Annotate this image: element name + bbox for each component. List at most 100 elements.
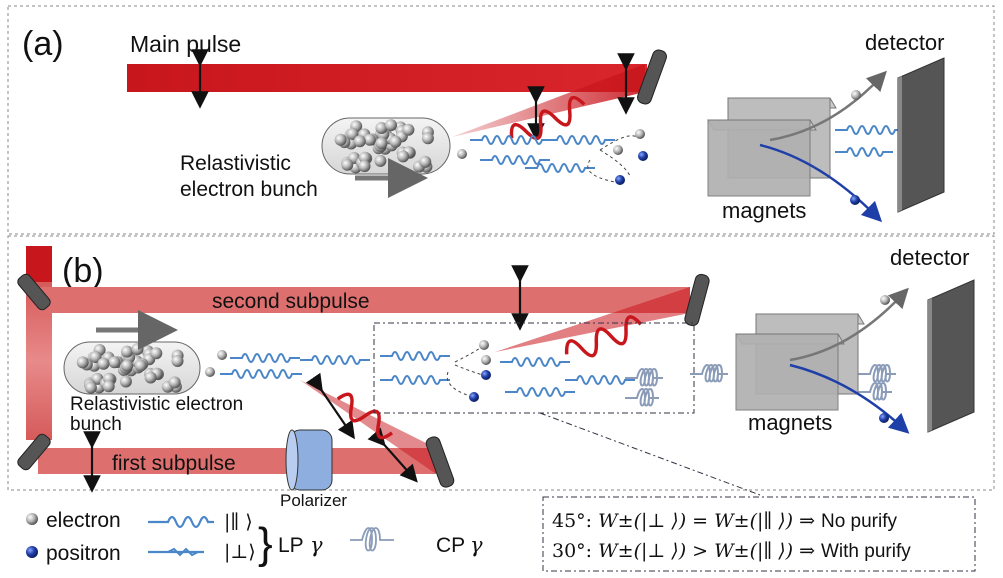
- rotated-polarization-arrow-1: [305, 372, 355, 440]
- condition-line-45: 45°: W±(|⊥ ⟩) = W±(|∥ ⟩) ⇒No purify: [552, 510, 898, 532]
- first-subpulse-beam: [38, 448, 436, 474]
- laser-wave-packet-a: [509, 95, 586, 141]
- electron-trajectory-b: [789, 287, 909, 362]
- lp-photon: [480, 155, 550, 165]
- laser-wave-packet-b2: [336, 392, 394, 440]
- positron-particle: [638, 151, 648, 161]
- panel-a-label: (a): [22, 25, 64, 63]
- condition-30-prefix: 30°:: [552, 540, 598, 562]
- positron-particle: [879, 413, 889, 423]
- positron-particle: [469, 392, 479, 402]
- bunch-label-a-line2: electron bunch: [180, 178, 318, 201]
- magnets-label-a: magnets: [722, 198, 806, 223]
- bunch-electron: [102, 380, 115, 393]
- bunch-electron: [397, 150, 410, 163]
- cp-photon: [858, 364, 896, 383]
- electron-bunch-a: [321, 117, 451, 175]
- positron-trajectory-a: [759, 143, 883, 223]
- lp-photon: [505, 387, 575, 397]
- main-pulse-focus-cone: [452, 64, 645, 137]
- lp-photon: [380, 351, 450, 361]
- lp-photon: [525, 163, 595, 173]
- gamma-photons-b: [220, 351, 896, 407]
- detector-label-a: detector: [865, 30, 945, 55]
- detector-label-b: detector: [890, 245, 970, 270]
- main-pulse-beam: [127, 64, 647, 92]
- electron-particle: [205, 367, 215, 377]
- condition-line-30: 30°: W±(|⊥ ⟩) > W±(|∥ ⟩) ⇒With purify: [552, 540, 911, 562]
- bunch-electron: [89, 351, 102, 363]
- positron-particle: [615, 175, 625, 185]
- bunch-electron: [375, 122, 388, 134]
- electron-particle: [481, 355, 491, 365]
- lp-photon: [230, 353, 300, 363]
- panel-a-frame: [7, 5, 995, 235]
- cp-photon: [690, 364, 728, 383]
- electron-trajectory-a: [769, 70, 887, 142]
- bunch-electron: [334, 133, 347, 146]
- legend-perp-wave: [167, 547, 199, 557]
- legend-lp-gamma: γ: [310, 533, 323, 557]
- legend: electron positron |∥ ⟩ |⊥⟩ } LP γ CP γ: [26, 509, 483, 568]
- lp-photon: [470, 135, 552, 145]
- bunch-electron: [374, 154, 387, 167]
- bunch-label-b-line1: Relastivistic electron: [70, 394, 243, 415]
- positron-particle: [481, 370, 491, 380]
- focusing-mirror-b-bottom: [425, 436, 455, 488]
- rotated-polarization-arrow-2: [367, 427, 418, 483]
- legend-lp-label: LP: [278, 534, 304, 557]
- legend-cp-gamma: γ: [470, 533, 483, 557]
- bunch-label-b-line2: bunch: [70, 414, 122, 435]
- gamma-photons-a: [470, 125, 905, 173]
- positron-particle: [850, 195, 860, 205]
- bunch-electron: [171, 355, 184, 367]
- polarizer-label: Polarizer: [280, 491, 347, 510]
- lp-photon: [380, 375, 450, 385]
- bunch-electron: [144, 371, 157, 384]
- condition-45-math: W±(|⊥ ⟩) = W±(|∥ ⟩) ⇒: [598, 510, 815, 532]
- bunch-electron: [385, 119, 397, 132]
- bunch-electron: [119, 375, 132, 388]
- bunch-electron: [168, 376, 181, 389]
- condition-45-result: No purify: [821, 511, 898, 532]
- bunch-electron: [358, 160, 371, 173]
- bunch-electron: [97, 357, 110, 370]
- electron-particle: [880, 295, 890, 305]
- legend-brace: }: [258, 519, 273, 568]
- bunch-electron: [341, 158, 354, 171]
- second-subpulse-focus-cone: [495, 287, 690, 352]
- laser-wave-packet-b1: [564, 315, 643, 358]
- cp-photon: [858, 382, 892, 401]
- mirror-top-left: [17, 273, 51, 311]
- legend-cp-photon-icon: [350, 527, 394, 552]
- detector-b: [927, 279, 975, 433]
- bunch-electron: [108, 356, 121, 369]
- lp-photon: [220, 369, 302, 379]
- legend-electron-icon: [26, 513, 38, 525]
- bunch-electron: [150, 347, 163, 360]
- bunch-electron: [134, 359, 147, 372]
- legend-positron-icon: [26, 546, 38, 558]
- bunch-electron: [363, 133, 376, 146]
- legend-perp-label: |⊥⟩: [224, 541, 256, 563]
- condition-30-math: W±(|⊥ ⟩) > W±(|∥ ⟩) ⇒: [598, 540, 815, 562]
- electron-particle: [479, 340, 489, 350]
- electron-particle: [851, 90, 861, 100]
- legend-parallel-photon-icon: [148, 515, 214, 529]
- bunch-electron: [84, 381, 97, 394]
- detector-a: [897, 57, 945, 213]
- electron-bunch-b: [63, 341, 201, 395]
- electron-particle: [635, 129, 645, 139]
- pair-creation-a: [457, 129, 648, 185]
- cp-photon: [625, 388, 659, 407]
- focusing-mirror-a: [637, 49, 667, 105]
- bunch-electron: [131, 343, 144, 355]
- condition-box: 45°: W±(|⊥ ⟩) = W±(|∥ ⟩) ⇒No purify 30°:…: [542, 496, 976, 572]
- main-pulse-label: Main pulse: [130, 31, 241, 57]
- pair-creation-b: [205, 340, 491, 402]
- positron-trajectory-b: [789, 363, 910, 434]
- bunch-electron: [421, 132, 434, 145]
- legend-positron-label: positron: [46, 542, 121, 565]
- electron-particle: [217, 350, 227, 360]
